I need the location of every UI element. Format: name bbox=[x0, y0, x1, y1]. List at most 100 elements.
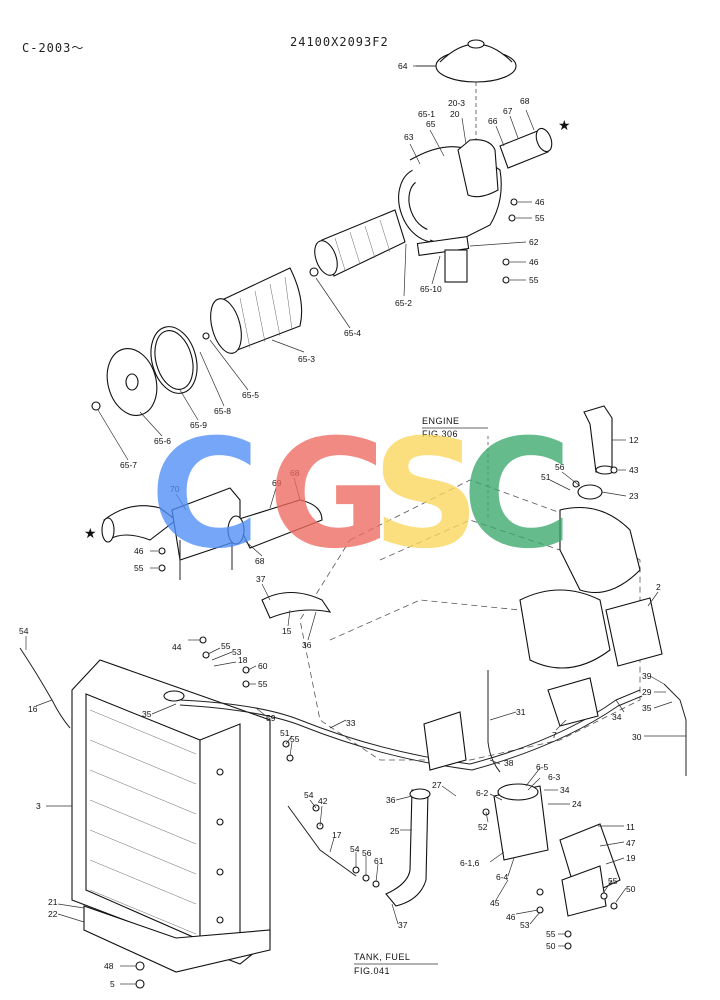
callout-20-3: 20-3 bbox=[448, 98, 465, 108]
watermark-letter-s: S bbox=[372, 408, 480, 582]
tank-reference-fig: FIG.041 bbox=[354, 966, 390, 976]
callout-50-b: 50 bbox=[546, 941, 556, 951]
callout-65-7: 65-7 bbox=[120, 460, 137, 470]
radiator-cap bbox=[163, 690, 185, 702]
callout-25: 25 bbox=[390, 826, 400, 836]
callout-55-f: 55 bbox=[290, 734, 300, 744]
callout-5: 5 bbox=[110, 979, 115, 989]
callout-46-b: 46 bbox=[529, 257, 539, 267]
callout-18: 18 bbox=[238, 655, 248, 665]
engine-reference-title: ENGINE bbox=[422, 416, 460, 426]
callout-23: 23 bbox=[629, 491, 639, 501]
air-filter-inner-element bbox=[314, 209, 406, 277]
callout-15: 15 bbox=[282, 626, 292, 636]
callout-64: 64 bbox=[398, 61, 408, 71]
callout-63: 63 bbox=[404, 132, 414, 142]
callout-50-a: 50 bbox=[626, 884, 636, 894]
watermark-letter-g: G bbox=[268, 408, 391, 582]
callout-53-a: 53 bbox=[232, 647, 242, 657]
callout-46-a: 46 bbox=[535, 197, 545, 207]
coolant-reservoir bbox=[493, 783, 549, 861]
callout-62: 62 bbox=[529, 237, 539, 247]
callout-6-3: 6-3 bbox=[548, 772, 561, 782]
callout-30: 30 bbox=[632, 732, 642, 742]
callout-69: 69 bbox=[272, 478, 282, 488]
radiator-mount bbox=[83, 905, 271, 973]
callout-65-3: 65-3 bbox=[298, 354, 315, 364]
callout-3: 3 bbox=[36, 801, 41, 811]
pipe-line-33-b bbox=[179, 695, 643, 771]
callout-36-b: 36 bbox=[386, 795, 396, 805]
callout-43: 43 bbox=[629, 465, 639, 475]
callout-55-d: 55 bbox=[221, 641, 231, 651]
callout-68-top: 68 bbox=[520, 96, 530, 106]
callout-36-a: 36 bbox=[302, 640, 312, 650]
callout-65-2: 65-2 bbox=[395, 298, 412, 308]
callout-55-h: 55 bbox=[546, 929, 556, 939]
rod-17 bbox=[287, 805, 357, 877]
callout-65-4: 65-4 bbox=[344, 328, 361, 338]
fuel-pump bbox=[605, 597, 663, 667]
callout-35-a: 35 bbox=[142, 709, 152, 719]
outlet-elbow bbox=[499, 127, 553, 169]
callout-55-e: 55 bbox=[258, 679, 268, 689]
callout-38: 38 bbox=[504, 758, 514, 768]
callout-35-b: 35 bbox=[642, 703, 652, 713]
callout-21: 21 bbox=[48, 897, 58, 907]
callout-29: 29 bbox=[642, 687, 652, 697]
callout-12: 12 bbox=[629, 435, 639, 445]
wing-nut bbox=[309, 267, 319, 277]
wing-bolt bbox=[91, 401, 101, 411]
callout-47: 47 bbox=[626, 838, 636, 848]
intake-hose-right bbox=[227, 499, 323, 549]
gasket-ring bbox=[150, 326, 198, 394]
pipe-line-30 bbox=[663, 683, 687, 776]
callout-22: 22 bbox=[48, 909, 58, 919]
callout-37-a: 37 bbox=[256, 574, 266, 584]
callout-42: 42 bbox=[318, 796, 328, 806]
callout-65-6: 65-6 bbox=[154, 436, 171, 446]
air-cleaner-cap bbox=[416, 39, 517, 83]
callout-48: 48 bbox=[104, 961, 114, 971]
air-filter-outer-element bbox=[210, 267, 303, 354]
callout-34-a: 34 bbox=[612, 712, 622, 722]
exhaust-pipe bbox=[583, 405, 615, 475]
seal-washer bbox=[202, 332, 210, 340]
callout-65-5: 65-5 bbox=[242, 390, 259, 400]
callout-2: 2 bbox=[656, 582, 661, 592]
callout-51-a: 51 bbox=[541, 472, 551, 482]
callout-67: 67 bbox=[503, 106, 513, 116]
overflow-hose bbox=[19, 647, 71, 729]
callout-56-a: 56 bbox=[555, 462, 565, 472]
callout-20: 20 bbox=[450, 109, 460, 119]
callout-7: 7 bbox=[552, 730, 557, 740]
callout-31: 31 bbox=[516, 707, 526, 717]
callout-24: 24 bbox=[572, 799, 582, 809]
callout-6-4: 6-4 bbox=[496, 872, 509, 882]
callout-6-1-6: 6-1,6 bbox=[460, 858, 480, 868]
callout-6-5: 6-5 bbox=[536, 762, 549, 772]
callout-66: 66 bbox=[488, 116, 498, 126]
callout-54-a: 54 bbox=[19, 626, 29, 636]
callout-55-g: 55 bbox=[608, 876, 618, 886]
star-marker-left: ★ bbox=[84, 525, 97, 541]
drawing-number: 24100X2093F2 bbox=[290, 35, 389, 49]
watermark-letter-c1: C bbox=[150, 408, 260, 582]
upper-radiator-hose bbox=[261, 592, 332, 619]
pipe-line-31 bbox=[487, 670, 501, 773]
callout-17: 17 bbox=[332, 830, 342, 840]
engine-reference-fig: FIG.306 bbox=[422, 429, 458, 439]
callout-61: 61 bbox=[374, 856, 384, 866]
callout-16: 16 bbox=[28, 704, 38, 714]
callout-65-9: 65-9 bbox=[190, 420, 207, 430]
callout-46-d: 46 bbox=[506, 912, 516, 922]
callout-68-low: 68 bbox=[255, 556, 265, 566]
callout-68-mid: 68 bbox=[290, 468, 300, 478]
watermark: C G S C bbox=[150, 408, 572, 582]
star-marker-top: ★ bbox=[558, 117, 571, 133]
turbo-housing bbox=[519, 506, 641, 669]
callout-55-a: 55 bbox=[535, 213, 545, 223]
callout-51-b: 51 bbox=[280, 728, 290, 738]
callout-65-8: 65-8 bbox=[214, 406, 231, 416]
